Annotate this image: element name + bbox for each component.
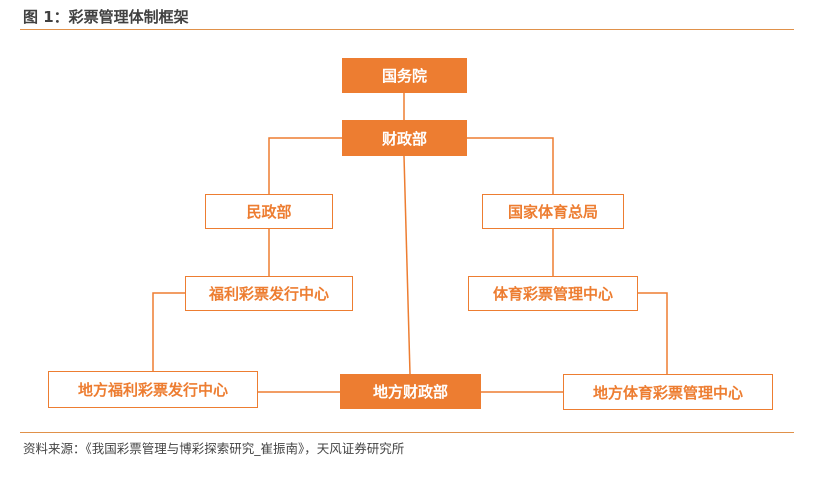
connector-welfare-local-welfare — [152, 292, 185, 371]
connector-finance-civil-affairs — [268, 137, 342, 194]
ministry-of-civil-affairs-node: 民政部 — [205, 194, 333, 229]
connector-finance-local-finance — [403, 155, 411, 375]
connector-sports-local-sports — [638, 292, 668, 374]
local-welfare-lottery-center-node: 地方福利彩票发行中心 — [48, 371, 258, 408]
bottom-divider — [20, 432, 794, 433]
welfare-lottery-center-node: 福利彩票发行中心 — [185, 276, 353, 311]
connector-finance-sport — [467, 137, 554, 194]
source-note: 资料来源：《我国彩票管理与博彩探索研究_崔振南》，天风证券研究所 — [23, 441, 405, 456]
general-admin-of-sport-node: 国家体育总局 — [482, 194, 624, 229]
ministry-of-finance-node: 财政部 — [342, 120, 467, 156]
state-council-node: 国务院 — [342, 58, 467, 93]
top-divider — [20, 29, 794, 30]
figure-title: 图 1：彩票管理体制框架 — [23, 8, 189, 26]
sports-lottery-center-node: 体育彩票管理中心 — [468, 276, 638, 311]
local-finance-dept-node: 地方财政部 — [340, 374, 481, 409]
local-sports-lottery-center-node: 地方体育彩票管理中心 — [563, 374, 773, 410]
